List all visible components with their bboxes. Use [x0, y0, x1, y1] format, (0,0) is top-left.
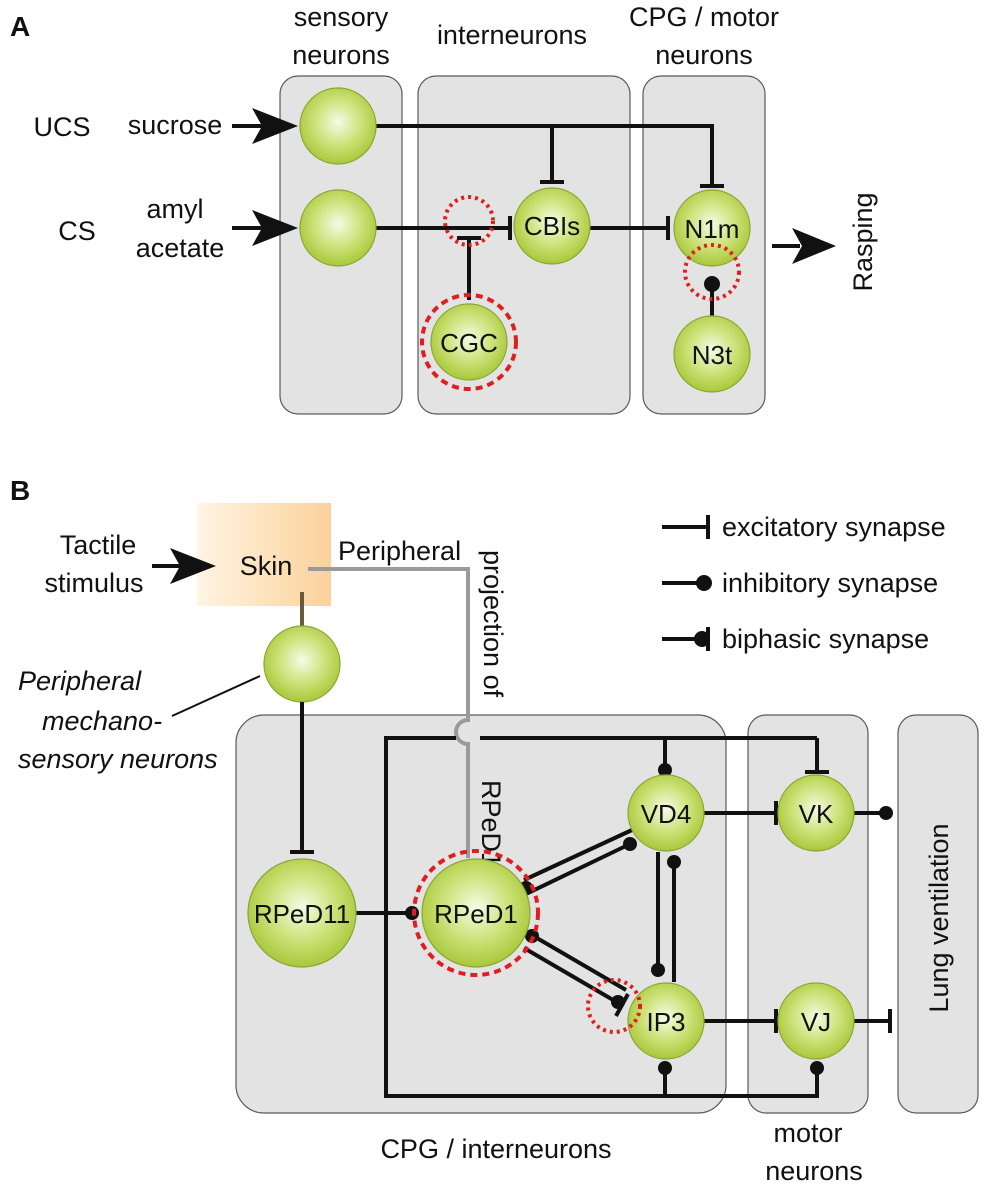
mechano-label-line3: sensory neurons	[18, 744, 218, 774]
ucs-label: UCS	[33, 112, 90, 142]
tactile-label: Tactile	[60, 530, 137, 560]
motor-header-line1: CPG / motor	[629, 2, 779, 32]
motor-label-line1: motor	[773, 1118, 842, 1148]
vd4-inhibitory-dot-from-ip3	[667, 855, 681, 869]
sensory-header-line2: neurons	[292, 40, 390, 70]
mechano-label-line2: mechano-	[42, 706, 162, 736]
vk-neuron	[777, 774, 855, 852]
cs-label: CS	[58, 216, 96, 246]
cgc-neuron	[430, 303, 508, 381]
cs-sensory-neuron	[299, 189, 377, 267]
vk-label: VK	[799, 799, 834, 829]
vd4-inhibitory-dot-top	[658, 763, 672, 777]
peripheral-projection-wire	[308, 567, 470, 858]
legend-inhibitory-label: inhibitory synapse	[722, 568, 938, 598]
mechanosensory-neuron	[263, 625, 341, 703]
lung-ventilation-box	[897, 714, 979, 1114]
rped1-vd4-wire-lower	[525, 842, 631, 896]
legend-excitatory-label: excitatory synapse	[722, 512, 946, 542]
cs-arrow	[232, 210, 298, 246]
motor-label-line2: neurons	[765, 1156, 863, 1186]
sucrose-label: sucrose	[128, 110, 223, 140]
ip3-label: IP3	[646, 1007, 685, 1037]
rped1-neuron	[421, 858, 531, 968]
n3t-inhibitory-dot	[704, 276, 720, 292]
rped1-ip3-wire-lower	[522, 946, 622, 1006]
vd4-inhibitory-dot-from-rped1	[623, 837, 637, 851]
vj-label: VJ	[801, 1007, 831, 1037]
rped1-modulation-marker	[412, 849, 540, 977]
n3t-label: N3t	[692, 340, 733, 370]
panel-b: B Skin Tactile stimulus Peripheral proje…	[10, 475, 979, 1186]
mechanosensory-pointer	[171, 675, 261, 717]
interneurons-header: interneurons	[437, 20, 587, 50]
cbls-label: CBIs	[524, 211, 580, 241]
ip3-modulation-marker	[586, 978, 642, 1034]
rasping-arrow	[772, 228, 836, 264]
projection-label-line1: Peripheral	[338, 536, 461, 566]
legend-inhibitory-dot	[696, 575, 712, 591]
lung-ventilation-label: Lung ventilation	[924, 823, 954, 1012]
vk-output-inhibitory-dot	[879, 806, 893, 820]
rped1-label: RPeD1	[434, 899, 518, 929]
sensory-header-line1: sensory	[294, 2, 389, 32]
vj-inhibitory-dot-bottom	[810, 1061, 824, 1075]
motor-header-line2: neurons	[655, 40, 753, 70]
cgc-modulation-marker	[420, 293, 518, 391]
n1m-neuron	[673, 189, 751, 267]
panel-a: A sensory neurons interneurons CPG / mot…	[10, 2, 878, 415]
projection-label-line3: RPeD1	[476, 780, 506, 867]
panel-b-letter: B	[10, 475, 30, 506]
ip3-inhibitory-dot-from-vd4	[651, 963, 665, 977]
cgc-label: CGC	[440, 328, 498, 358]
stimulus-label: stimulus	[44, 568, 143, 598]
vj-neuron	[777, 982, 855, 1060]
ucs-sensory-neuron	[299, 87, 377, 165]
amyl-label: amyl	[146, 194, 203, 224]
n1m-modulation-marker	[683, 243, 741, 301]
skin-box	[197, 503, 331, 606]
panel-a-letter: A	[10, 11, 30, 42]
projection-label-line2: projection of	[478, 550, 508, 698]
acetate-label: acetate	[136, 233, 225, 263]
vd4-neuron	[627, 774, 705, 852]
ip3-biphasic-bar	[614, 993, 630, 1017]
rasping-label: Rasping	[848, 192, 878, 291]
ip3-inhibitory-dot-bottom	[658, 1061, 672, 1075]
ucs-to-n1m-wire	[376, 124, 714, 186]
legend-biphasic-label: biphasic synapse	[722, 624, 929, 654]
cs-modulation-marker	[443, 195, 495, 247]
rped11-label: RPeD11	[254, 899, 350, 929]
rped1-vd4-wire-upper	[523, 828, 633, 882]
ucs-arrow	[232, 108, 298, 144]
skin-label: Skin	[240, 551, 293, 581]
cpg-interneurons-label: CPG / interneurons	[380, 1134, 611, 1164]
rped1-ip3-wire-upper	[528, 932, 628, 992]
n3t-neuron	[673, 315, 751, 393]
cbls-neuron	[513, 187, 591, 265]
ip3-neuron	[627, 982, 705, 1060]
rped11-neuron	[247, 858, 357, 968]
mechano-label-line1: Peripheral	[18, 666, 142, 696]
tactile-arrow	[152, 548, 216, 584]
legend: excitatory synapse inhibitory synapse bi…	[662, 512, 946, 654]
vd4-label: VD4	[641, 799, 692, 829]
n1m-label: N1m	[685, 214, 740, 244]
feedback-loop-wire	[384, 736, 819, 1098]
